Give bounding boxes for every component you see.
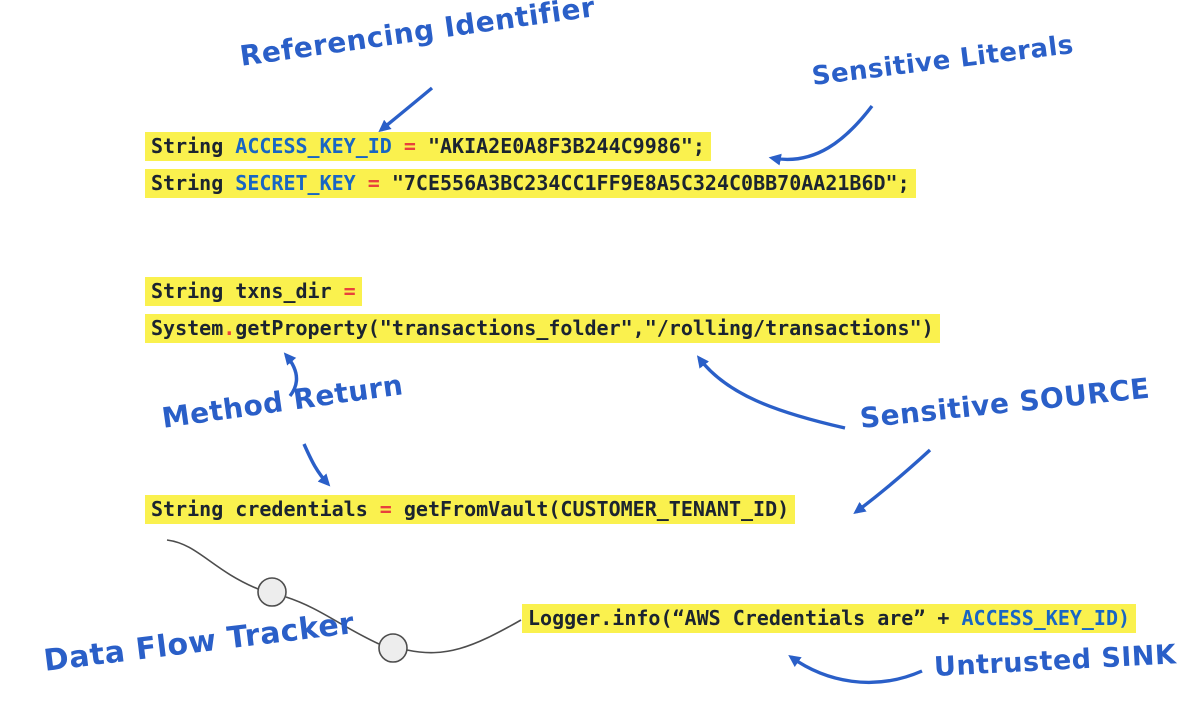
code-segment: String (151, 171, 236, 195)
label-sensitive-source: Sensitive SOURCE (858, 371, 1152, 435)
arrow-sensitive-literals (768, 104, 874, 166)
label-untrusted-sink: Untrusted SINK (933, 639, 1178, 683)
code-segment: "AKIA2E0A8F3B244C9986"; (415, 134, 705, 158)
data-flow-curve-segment-1 (166, 539, 259, 590)
tracker-node-2 (378, 633, 408, 663)
code-segment: ACCESS_KEY_ID (235, 134, 392, 158)
arrow-untrusted-sink (788, 655, 923, 685)
code-segment: String (151, 134, 236, 158)
code-segment: = (379, 497, 392, 521)
data-flow-curve-segment-3 (406, 619, 522, 654)
arrow-method-return-down (302, 443, 331, 487)
label-sensitive-literals: Sensitive Literals (810, 29, 1076, 92)
code-segment: getFromVault(CUSTOMER_TENANT_ID) (391, 497, 790, 521)
code-segment: SECRET_KEY (235, 171, 356, 195)
arrow-referencing-identifier (378, 86, 434, 133)
label-referencing-identifier: Referencing Identifier (237, 0, 598, 73)
code-segment: System (151, 316, 224, 340)
code-segment: Logger.info(“AWS Credentials are” + (528, 606, 962, 630)
code-segment: getProperty("transactions_folder","/roll… (235, 316, 934, 340)
code-line-secret-key: String SECRET_KEY = "7CE556A3BC234CC1FF9… (145, 169, 916, 198)
tracker-node-1 (257, 577, 287, 607)
label-method-return: Method Return (159, 368, 406, 435)
arrow-sensitive-source-down (853, 448, 932, 515)
code-line-access-key: String ACCESS_KEY_ID = "AKIA2E0A8F3B244C… (145, 132, 711, 161)
code-segment: String credentials (151, 497, 380, 521)
arrow-sensitive-source-up (696, 355, 846, 430)
code-segment: . (223, 316, 236, 340)
code-line-logger-sink: Logger.info(“AWS Credentials are” + ACCE… (522, 604, 1137, 633)
code-segment: String txns_dir (151, 279, 344, 303)
code-line-txns-dir: String txns_dir = (145, 277, 362, 306)
code-segment: = (343, 279, 356, 303)
code-segment (392, 134, 404, 158)
code-line-get-property: System.getProperty("transactions_folder"… (145, 314, 940, 343)
code-line-credentials: String credentials = getFromVault(CUSTOM… (145, 495, 796, 524)
label-data-flow-tracker: Data Flow Tracker (41, 606, 357, 679)
code-segment: = (403, 134, 416, 158)
code-segment: "7CE556A3BC234CC1FF9E8A5C324C0BB70AA21B6… (379, 171, 910, 195)
code-segment: ACCESS_KEY_ID) (961, 606, 1131, 630)
code-segment: = (367, 171, 380, 195)
code-segment (356, 171, 368, 195)
